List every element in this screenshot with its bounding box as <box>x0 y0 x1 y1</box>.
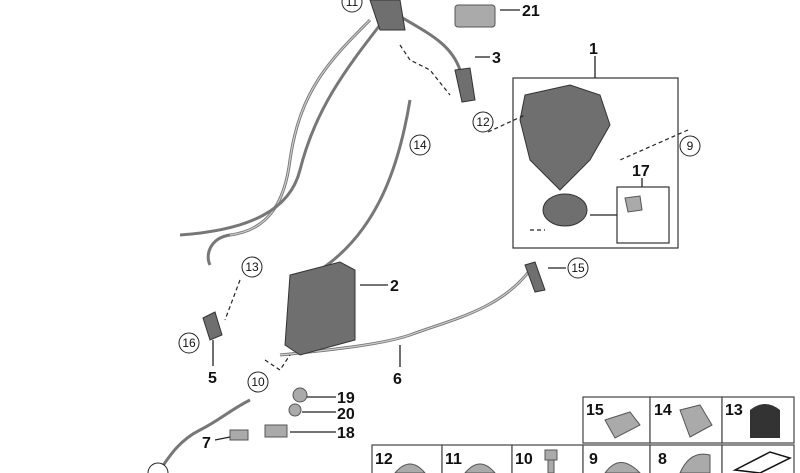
circled-callout-12: 12 <box>472 111 494 133</box>
svg-text:10: 10 <box>251 375 265 389</box>
legend-15: 15 <box>586 402 604 419</box>
legend-11: 11 <box>445 451 462 468</box>
circled-callout-9: 9 <box>679 135 701 157</box>
clip-part-7 <box>229 429 249 441</box>
legend-8: 8 <box>658 451 667 468</box>
circled-callout-13: 13 <box>241 256 263 278</box>
circled-callout-10: 10 <box>247 371 269 393</box>
circled-callout-14: 14 <box>409 134 431 156</box>
callout-21: 21 <box>522 3 540 20</box>
sensor-part-18 <box>264 424 288 438</box>
legend-12: 12 <box>375 451 393 468</box>
filler-pipe-part-3 <box>454 67 476 103</box>
svg-text:15: 15 <box>571 261 585 275</box>
callout-7: 7 <box>202 435 211 452</box>
legend-10: 10 <box>515 451 533 468</box>
leader-lines <box>212 9 689 441</box>
circled-callout-partial <box>147 462 169 473</box>
scr-tank-part-1 <box>519 84 611 191</box>
fuel-lines <box>158 8 532 471</box>
callout-19: 19 <box>337 390 355 407</box>
circled-callout-11: 11 <box>341 0 363 13</box>
pump-unit-part <box>542 193 588 227</box>
callout-5: 5 <box>208 370 217 387</box>
control-unit-part-21 <box>454 4 496 28</box>
sensor-kit-frame <box>616 186 670 244</box>
legend-14: 14 <box>654 402 672 419</box>
callout-3: 3 <box>492 50 501 67</box>
clip-part-15 <box>524 261 546 293</box>
clamp-part-19 <box>292 387 308 403</box>
callout-6: 6 <box>393 371 402 388</box>
svg-text:14: 14 <box>413 138 427 152</box>
circled-callout-16: 16 <box>178 332 200 354</box>
svg-text:13: 13 <box>245 260 259 274</box>
callout-17: 17 <box>632 163 650 180</box>
callout-18: 18 <box>337 425 355 442</box>
parts-legend-grid: 15 14 13 12 11 10 9 8 <box>371 396 795 473</box>
legend-13: 13 <box>725 402 743 419</box>
reservoir-part-2 <box>284 261 356 356</box>
filler-neck-part <box>369 0 406 31</box>
svg-text:12: 12 <box>476 115 490 129</box>
callout-20: 20 <box>337 406 355 423</box>
legend-9: 9 <box>589 451 598 468</box>
svg-text:11: 11 <box>346 0 359 9</box>
circled-callout-15: 15 <box>567 257 589 279</box>
ring-part-20 <box>288 403 302 417</box>
svg-text:9: 9 <box>687 139 694 153</box>
callout-2: 2 <box>390 278 399 295</box>
svg-text:16: 16 <box>182 336 196 350</box>
bracket-part-16 <box>202 311 223 341</box>
sensor-part-17 <box>624 195 643 213</box>
callout-1: 1 <box>589 41 598 58</box>
